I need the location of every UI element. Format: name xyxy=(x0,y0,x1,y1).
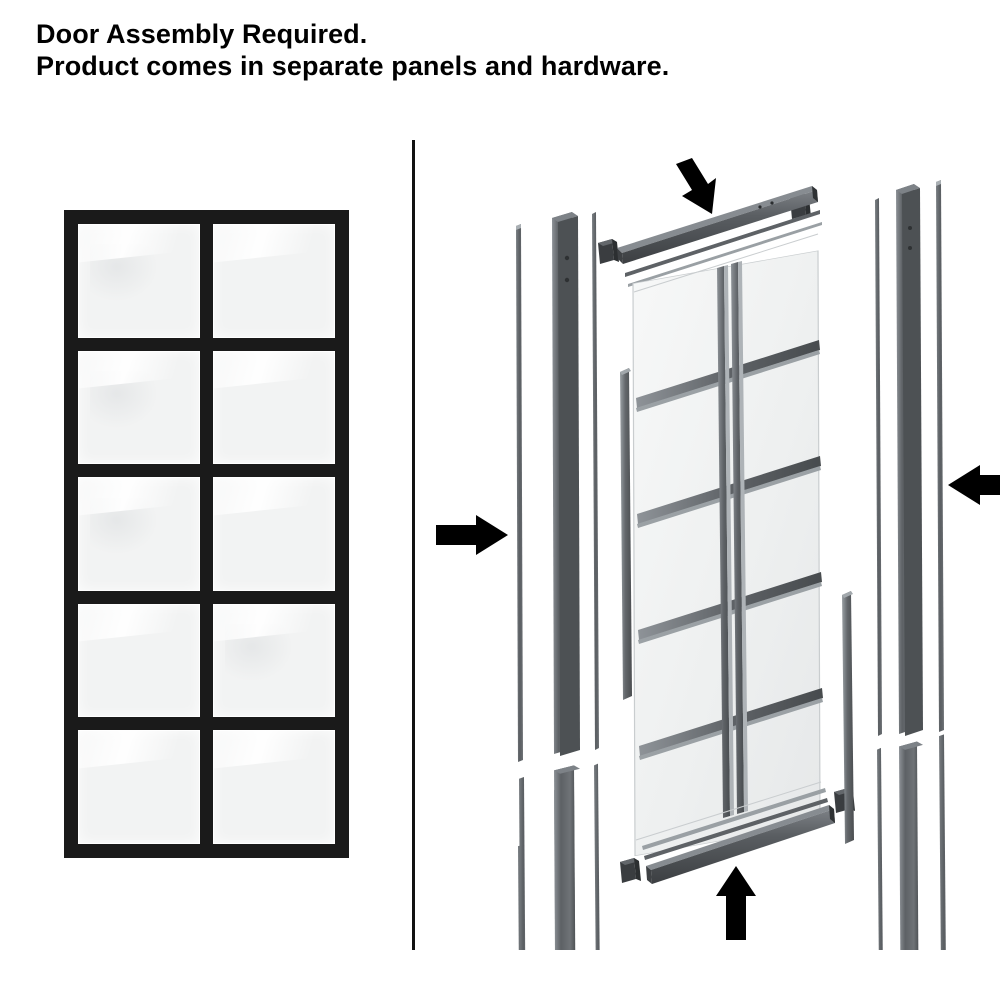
arrow-right-left xyxy=(948,465,1000,505)
door-pane xyxy=(78,477,200,591)
part-left-trim-outer-lower-shape xyxy=(519,777,526,950)
part-right-trim-outer-lower xyxy=(939,734,946,950)
part-right-trim-short xyxy=(842,591,854,844)
part-top-rail xyxy=(617,186,822,287)
door-pane xyxy=(213,224,335,338)
arrow-bottom-up xyxy=(716,866,756,940)
exploded-assembly-diagram xyxy=(420,140,1000,950)
part-left-trim-inner-upper xyxy=(592,212,599,750)
part-right-trim-inner-upper xyxy=(875,198,882,736)
assembled-door-preview xyxy=(64,210,349,858)
door-pane xyxy=(213,477,335,591)
part-right-stile-upper xyxy=(896,184,923,736)
door-pane xyxy=(213,350,335,465)
part-corner-bracket-bottom-left xyxy=(620,858,641,883)
door-pane xyxy=(78,224,200,338)
instruction-heading: Door Assembly Required. Product comes in… xyxy=(36,18,936,82)
panel-edge-lines xyxy=(633,233,822,841)
part-right-trim-inner-lower xyxy=(877,747,883,950)
part-left-trim-inner-lower xyxy=(594,763,600,950)
door-pane xyxy=(78,350,200,465)
arrow-top-down xyxy=(676,158,716,214)
door-pane xyxy=(78,730,200,844)
part-corner-bracket-top-left xyxy=(598,239,619,264)
glass-panel-assembly xyxy=(632,233,823,857)
arrow-left-right xyxy=(436,515,508,555)
part-left-trim-outer-upper xyxy=(516,224,523,762)
instruction-line-1: Door Assembly Required. xyxy=(36,19,368,49)
door-pane xyxy=(213,603,335,718)
part-center-mullion xyxy=(620,368,632,700)
vertical-divider xyxy=(412,140,415,950)
part-right-stile-lower xyxy=(899,741,923,950)
door-pane xyxy=(213,730,335,844)
part-right-trim-outer-upper xyxy=(936,180,944,732)
panel-mullion-vertical-group xyxy=(717,261,748,818)
instruction-line-2: Product comes in separate panels and har… xyxy=(36,51,670,81)
part-left-stile-upper xyxy=(552,212,580,756)
part-left-stile-lower-shape xyxy=(554,765,580,950)
part-bottom-rail xyxy=(642,788,835,884)
door-pane xyxy=(78,603,200,718)
